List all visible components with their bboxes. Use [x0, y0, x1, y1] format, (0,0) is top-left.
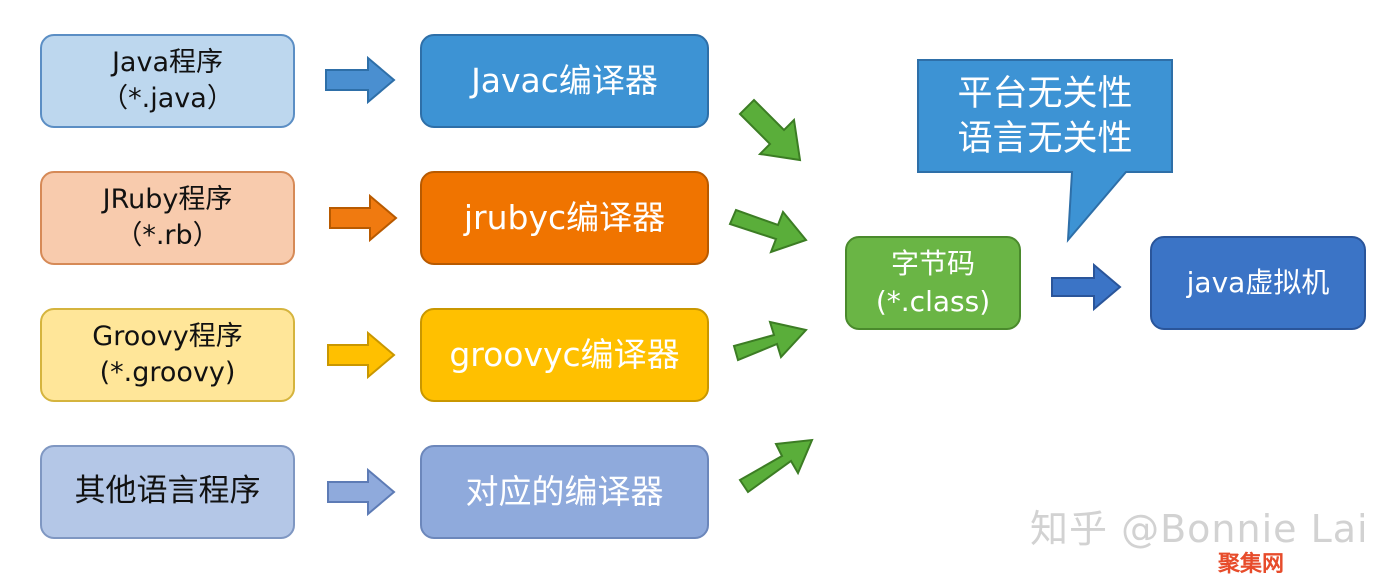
- callout-bubble: [917, 59, 1173, 243]
- arrow-javac-to-bytecode: [738, 98, 802, 162]
- jvm-label: java虚拟机: [1186, 266, 1330, 300]
- source-other-title: 其他语言程序: [74, 473, 261, 510]
- arrow-bytecode-to-jvm: [1051, 262, 1122, 312]
- callout-line-language: 语言无关性: [957, 119, 1133, 159]
- compiler-jrubyc-box: jrubyc编译器: [420, 171, 709, 265]
- source-other-box: 其他语言程序: [40, 445, 295, 539]
- arrow-groovyc-to-bytecode: [732, 320, 808, 362]
- arrow-java-to-javac: [325, 55, 396, 105]
- watermark-text: 知乎 @Bonnie Lai: [1030, 507, 1369, 551]
- bytecode-title: 字节码: [890, 247, 975, 281]
- jvm-box: java虚拟机: [1150, 236, 1366, 330]
- callout-line-platform: 平台无关性: [957, 73, 1133, 114]
- watermark-logo: 聚集网: [1218, 552, 1285, 577]
- compiler-javac-label: Javac编译器: [471, 60, 658, 100]
- arrow-other-to-compiler: [327, 467, 396, 517]
- source-groovy-ext: (*.groovy): [99, 357, 236, 388]
- arrow-groovy-to-groovyc: [327, 330, 396, 380]
- compiler-other-label: 对应的编译器: [465, 471, 664, 511]
- arrow-jruby-to-jrubyc: [329, 193, 398, 243]
- compiler-other-box: 对应的编译器: [420, 445, 709, 539]
- compiler-groovyc-label: groovyc编译器: [449, 334, 680, 374]
- source-java-box: Java程序 （*.java）: [40, 34, 295, 128]
- arrow-other-to-bytecode: [738, 438, 814, 494]
- source-groovy-title: Groovy程序: [92, 320, 243, 352]
- source-java-title: Java程序: [111, 46, 224, 78]
- source-java-ext: （*.java）: [101, 83, 234, 114]
- source-jruby-ext: （*.rb）: [115, 220, 220, 251]
- source-groovy-box: Groovy程序 (*.groovy): [40, 308, 295, 402]
- arrow-jrubyc-to-bytecode: [728, 208, 808, 254]
- callout-text: 平台无关性 语言无关性: [918, 62, 1172, 172]
- source-jruby-box: JRuby程序 （*.rb）: [40, 171, 295, 265]
- bytecode-box: 字节码 (*.class): [845, 236, 1021, 330]
- compiler-jrubyc-label: jrubyc编译器: [463, 197, 666, 237]
- bytecode-ext: (*.class): [875, 285, 991, 318]
- compiler-groovyc-box: groovyc编译器: [420, 308, 709, 402]
- source-jruby-title: JRuby程序: [102, 183, 233, 215]
- compiler-javac-box: Javac编译器: [420, 34, 709, 128]
